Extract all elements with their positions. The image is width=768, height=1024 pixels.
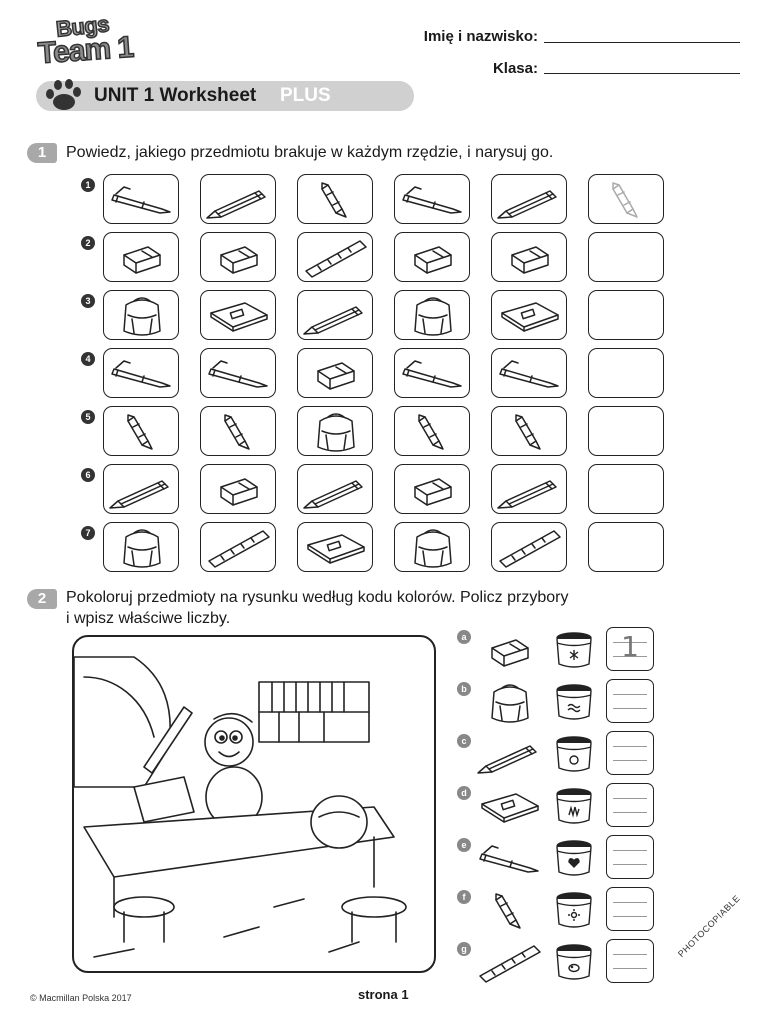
cell-schoolbag xyxy=(103,522,179,572)
legend-letter: c xyxy=(457,734,471,748)
row-number: 3 xyxy=(81,294,95,308)
paint-pot-grass-icon xyxy=(552,786,596,826)
cell-schoolbag xyxy=(103,290,179,340)
empty-drawing-cell[interactable] xyxy=(588,464,664,514)
cell-crayon xyxy=(200,406,276,456)
cell-pencil xyxy=(200,174,276,224)
row-number: 1 xyxy=(81,178,95,192)
cell-book xyxy=(297,522,373,572)
cell-ruler xyxy=(491,522,567,572)
class-line[interactable] xyxy=(544,73,740,74)
cell-pen xyxy=(103,174,179,224)
answer-box[interactable] xyxy=(606,887,654,931)
cell-pen xyxy=(491,348,567,398)
row-number: 7 xyxy=(81,526,95,540)
row-number: 5 xyxy=(81,410,95,424)
legend-item-book xyxy=(472,782,548,832)
cell-pen xyxy=(394,348,470,398)
cell-crayon xyxy=(297,174,373,224)
paint-pot-ball-icon xyxy=(552,734,596,774)
answer-box[interactable] xyxy=(606,731,654,775)
cell-pencil xyxy=(297,464,373,514)
paint-pot-pig-icon xyxy=(552,942,596,982)
cell-pencil xyxy=(491,464,567,514)
legend-letter: e xyxy=(457,838,471,852)
exercise-1-instruction: Powiedz, jakiego przedmiotu brakuje w ka… xyxy=(66,144,554,161)
unit-banner: UNIT 1 Worksheet PLUS xyxy=(36,81,414,111)
exercise-2-number: 2 xyxy=(27,589,57,609)
answer-value: 1 xyxy=(621,630,639,663)
paw-icon xyxy=(46,79,81,110)
cell-rubber xyxy=(297,348,373,398)
paint-pot-snowflake-icon xyxy=(552,630,596,670)
cell-pen xyxy=(394,174,470,224)
empty-drawing-cell[interactable] xyxy=(588,348,664,398)
cell-crayon xyxy=(588,174,664,224)
banner-title: UNIT 1 Worksheet xyxy=(94,85,257,106)
answer-box[interactable] xyxy=(606,835,654,879)
bugs-team-logo: Bugs Team 1 xyxy=(34,11,152,71)
legend-item-ruler xyxy=(472,938,548,988)
legend-letter: d xyxy=(457,786,471,800)
cell-pencil xyxy=(491,174,567,224)
cell-rubber xyxy=(491,232,567,282)
cell-rubber xyxy=(394,464,470,514)
cell-rubber xyxy=(200,232,276,282)
row-number: 4 xyxy=(81,352,95,366)
logo-line2: Team 1 xyxy=(36,30,135,71)
row-number: 6 xyxy=(81,468,95,482)
empty-drawing-cell[interactable] xyxy=(588,406,664,456)
cell-pen xyxy=(103,348,179,398)
cell-schoolbag xyxy=(297,406,373,456)
answer-box[interactable] xyxy=(606,783,654,827)
answer-box[interactable]: 1 xyxy=(606,627,654,671)
cell-rubber xyxy=(200,464,276,514)
legend-item-rubber xyxy=(472,626,548,676)
cell-crayon xyxy=(491,406,567,456)
cell-pencil xyxy=(297,290,373,340)
row-number: 2 xyxy=(81,236,95,250)
answer-box[interactable] xyxy=(606,939,654,983)
cell-ruler xyxy=(200,522,276,572)
empty-drawing-cell[interactable] xyxy=(588,522,664,572)
cell-ruler xyxy=(297,232,373,282)
cell-schoolbag xyxy=(394,522,470,572)
exercise-2-instruction-line2: i wpisz właściwe liczby. xyxy=(66,610,231,627)
name-line[interactable] xyxy=(544,42,740,43)
photocopiable-label: PHOTOCOPIABLE xyxy=(676,893,743,960)
cell-crayon xyxy=(394,406,470,456)
exercise-2-instruction-line1: Pokoloruj przedmioty na rysunku według k… xyxy=(66,589,569,606)
class-label: Klasa: xyxy=(492,60,538,77)
cell-pencil xyxy=(103,464,179,514)
cell-crayon xyxy=(103,406,179,456)
copyright: © Macmillan Polska 2017 xyxy=(30,993,132,1003)
paint-pot-sun-icon xyxy=(552,890,596,930)
cell-book xyxy=(200,290,276,340)
cell-book xyxy=(491,290,567,340)
legend-letter: g xyxy=(457,942,471,956)
legend-item-crayon xyxy=(472,886,548,936)
legend-letter: b xyxy=(457,682,471,696)
legend-item-pen xyxy=(472,834,548,884)
empty-drawing-cell[interactable] xyxy=(588,232,664,282)
name-label: Imię i nazwisko: xyxy=(423,28,538,45)
cell-schoolbag xyxy=(394,290,470,340)
classroom-picture xyxy=(72,635,436,973)
banner-plus: PLUS xyxy=(280,85,331,106)
exercise-1-number: 1 xyxy=(27,143,57,163)
legend-letter: f xyxy=(457,890,471,904)
legend-letter: a xyxy=(457,630,471,644)
legend-item-pencil xyxy=(472,730,548,780)
page-number: strona 1 xyxy=(358,987,409,1002)
paint-pot-waves-icon xyxy=(552,682,596,722)
answer-box[interactable] xyxy=(606,679,654,723)
cell-pen xyxy=(200,348,276,398)
legend-item-schoolbag xyxy=(472,678,548,728)
paint-pot-heart-icon xyxy=(552,838,596,878)
cell-rubber xyxy=(394,232,470,282)
cell-rubber xyxy=(103,232,179,282)
empty-drawing-cell[interactable] xyxy=(588,290,664,340)
